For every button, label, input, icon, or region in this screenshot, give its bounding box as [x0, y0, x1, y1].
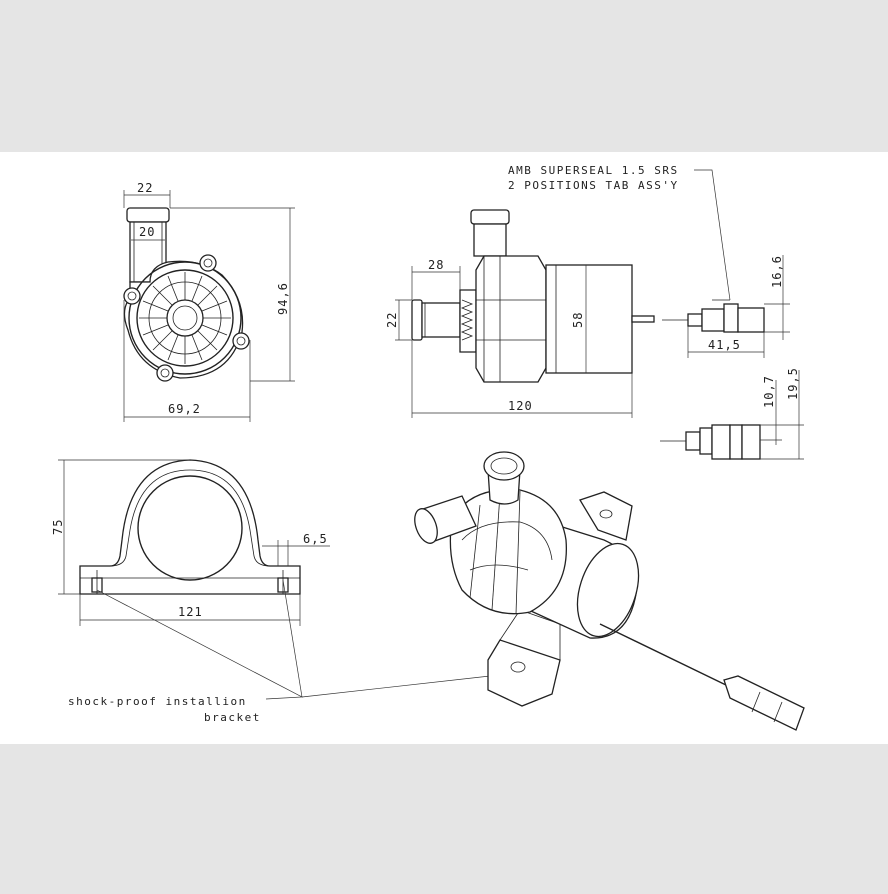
- dim-bracket-hole: 6,5: [303, 532, 328, 546]
- dim-side-body-dia: 58: [571, 312, 585, 328]
- technical-drawing: 22 20 94,6 69,2: [51, 164, 805, 731]
- bracket-view: 75 121 6,5 shock-proof installion bracke…: [51, 459, 491, 724]
- dim-front-height: 94,6: [276, 282, 290, 315]
- dim-front-outlet-outer: 22: [137, 181, 153, 195]
- plug-view: 10,7 19,5: [660, 367, 804, 460]
- pump-side-view: 28 22 58 120: [385, 209, 655, 418]
- dim-connector-height: 16,6: [770, 255, 784, 288]
- pump-front-view: 22 20 94,6 69,2: [123, 181, 295, 422]
- dim-bracket-width: 121: [178, 605, 203, 619]
- connector-label-line2: 2 POSITIONS TAB ASS'Y: [508, 179, 679, 192]
- dim-connector-width: 41,5: [708, 338, 741, 352]
- dim-plug-height-inner: 10,7: [762, 375, 776, 408]
- dim-bracket-height: 75: [51, 519, 65, 535]
- bracket-label-line2: bracket: [204, 711, 261, 724]
- dim-front-width: 69,2: [168, 402, 201, 416]
- drawing-sheet: 22 20 94,6 69,2: [0, 152, 888, 744]
- dim-plug-height-outer: 19,5: [786, 367, 800, 400]
- pump-isometric-view: [414, 451, 805, 731]
- connector-label-line1: AMB SUPERSEAL 1.5 SRS: [508, 164, 679, 177]
- connector-view: AMB SUPERSEAL 1.5 SRS 2 POSITIONS TAB AS…: [508, 164, 790, 358]
- dim-side-inlet-dia: 22: [385, 312, 399, 328]
- dim-front-outlet-inner: 20: [139, 225, 155, 239]
- bracket-label-line1: shock-proof installion: [68, 695, 247, 708]
- dim-side-inlet-length: 28: [428, 258, 444, 272]
- dim-side-length: 120: [508, 399, 533, 413]
